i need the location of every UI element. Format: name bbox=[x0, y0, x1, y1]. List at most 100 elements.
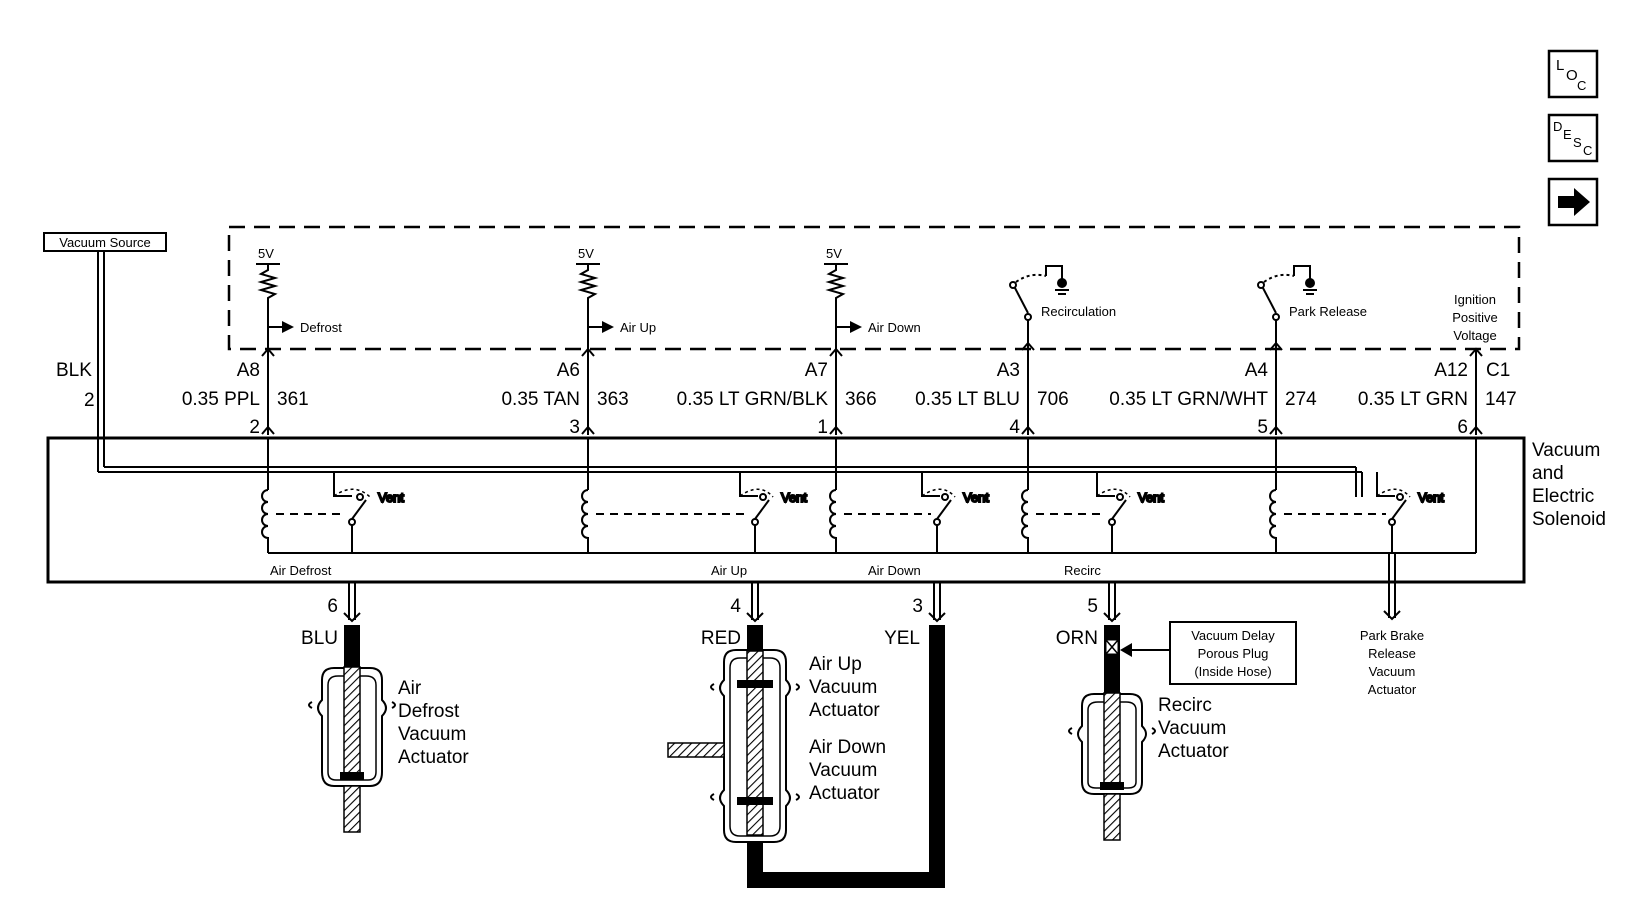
cavity-label: A12 bbox=[1434, 360, 1468, 381]
circuit-number-label: 366 bbox=[845, 389, 877, 410]
air-up-label-1: Air Up bbox=[809, 654, 862, 675]
recirc-actuator: Recirc Vacuum Actuator bbox=[1068, 692, 1229, 841]
cavity-label: A3 bbox=[997, 360, 1020, 381]
connector-pins bbox=[261, 341, 1483, 435]
pin-label: 4 bbox=[1009, 417, 1020, 438]
recirc-pin: 5 bbox=[1087, 596, 1098, 617]
connector-label: C1 bbox=[1486, 360, 1510, 381]
circuit-number-label: 363 bbox=[597, 389, 629, 410]
cavity-label: A4 bbox=[1245, 360, 1269, 381]
circuit-number-label: 361 bbox=[277, 389, 309, 410]
air-up-5v-label: 5V bbox=[578, 246, 594, 261]
air-up-input-label: Air Up bbox=[620, 320, 656, 335]
pin-label: 5 bbox=[1257, 417, 1268, 438]
pin-label: 1 bbox=[817, 417, 828, 438]
air-defrost-label-4: Actuator bbox=[398, 747, 469, 768]
cavity-label: A7 bbox=[805, 360, 828, 381]
air-up-label-2: Vacuum bbox=[809, 677, 877, 698]
air-up-input: 5V Air Up bbox=[576, 246, 656, 349]
blk-pin-label: 2 bbox=[84, 390, 95, 411]
pin-label: 2 bbox=[249, 417, 260, 438]
solenoid-box bbox=[46, 436, 1526, 584]
solenoid-valve-air-up: Vent bbox=[581, 438, 808, 553]
solenoid-valve-park-brake: Vent bbox=[1269, 438, 1445, 553]
vent-label: Vent bbox=[963, 490, 989, 505]
vent-label: Vent bbox=[378, 490, 404, 505]
recirculation-input-label: Recirculation bbox=[1041, 304, 1116, 319]
air-defrost-hose-color: BLU bbox=[301, 628, 338, 649]
park-brake-vacuum-line: Park Brake Release Vacuum Actuator bbox=[1360, 553, 1424, 697]
cavity-label: A6 bbox=[557, 360, 580, 381]
air-up-vacuum-line: 4 RED bbox=[701, 582, 764, 651]
circuit-a12: A12 0.35 LT GRN 147 6 bbox=[1358, 360, 1517, 438]
air-down-input: 5V Air Down bbox=[824, 246, 921, 349]
circuit-number-label: 706 bbox=[1037, 389, 1069, 410]
park-release-input-label: Park Release bbox=[1289, 304, 1367, 319]
next-page-button[interactable] bbox=[1547, 177, 1599, 227]
air-down-label-1: Air Down bbox=[809, 737, 886, 758]
recirc-label-3: Actuator bbox=[1158, 741, 1229, 762]
air-down-label-3: Actuator bbox=[809, 783, 880, 804]
air-down-pin: 3 bbox=[912, 596, 923, 617]
vent-label: Vent bbox=[1418, 490, 1444, 505]
vent-label: Vent bbox=[1138, 490, 1164, 505]
desc-icon-sub: E bbox=[1563, 127, 1572, 142]
park-brake-label-3: Vacuum bbox=[1369, 664, 1416, 679]
ignition-label-2: Positive bbox=[1452, 310, 1498, 325]
pin-label: 3 bbox=[569, 417, 580, 438]
arrow-right-icon bbox=[1558, 188, 1590, 216]
cavity-label: A8 bbox=[237, 360, 260, 381]
air-defrost-pin: 6 bbox=[327, 596, 338, 617]
pin-label: 6 bbox=[1457, 417, 1468, 438]
loc-icon-sub: O bbox=[1566, 67, 1578, 84]
circuit-a4: A4 0.35 LT GRN/WHT 274 5 bbox=[1109, 360, 1317, 438]
control-module-box bbox=[227, 225, 1521, 351]
park-brake-label-2: Release bbox=[1368, 646, 1416, 661]
solenoid-valve-defrost: Vent bbox=[261, 438, 405, 553]
desc-icon-sub3: C bbox=[1583, 143, 1592, 158]
desc-icon-sub2: S bbox=[1573, 135, 1582, 150]
blk-color-label: BLK bbox=[56, 360, 92, 381]
defrost-input-label: Defrost bbox=[300, 320, 342, 335]
air-up-pin: 4 bbox=[730, 596, 741, 617]
air-down-input-label: Air Down bbox=[868, 320, 921, 335]
park-release-switch: Park Release bbox=[1257, 265, 1367, 343]
wire-color-label: 0.35 TAN bbox=[501, 389, 580, 410]
vacuum-source-label: Vacuum Source bbox=[59, 235, 151, 250]
recirculation-switch: Recirculation bbox=[1009, 265, 1116, 343]
air-defrost-label-1: Air bbox=[398, 678, 422, 699]
wire-color-label: 0.35 LT GRN bbox=[1358, 389, 1468, 410]
desc-icon-main: D bbox=[1553, 119, 1562, 134]
circuit-a7: A7 0.35 LT GRN/BLK 366 1 bbox=[677, 360, 877, 438]
air-down-5v-label: 5V bbox=[826, 246, 842, 261]
wire-color-label: 0.35 PPL bbox=[182, 389, 260, 410]
air-up-down-actuator: Air Up Vacuum Actuator Air Down Vacuum A… bbox=[667, 649, 886, 843]
output-recirc-label: Recirc bbox=[1064, 563, 1101, 578]
circuit-number-label: 274 bbox=[1285, 389, 1317, 410]
loc-icon-sub2: C bbox=[1577, 78, 1586, 93]
solenoid-label-4: Solenoid bbox=[1532, 509, 1606, 530]
air-defrost-actuator: Air Defrost Vacuum Actuator bbox=[308, 666, 469, 833]
solenoid-valve-air-down: Vent bbox=[829, 438, 990, 553]
ignition-label-1: Ignition bbox=[1454, 292, 1496, 307]
air-down-hose-color: YEL bbox=[884, 628, 920, 649]
park-brake-label-1: Park Brake bbox=[1360, 628, 1424, 643]
air-defrost-vacuum-line: 6 BLU bbox=[301, 582, 361, 667]
recirc-hose-color: ORN bbox=[1056, 628, 1098, 649]
recirc-vacuum-line: 5 ORN bbox=[1056, 582, 1121, 695]
solenoid-label-1: Vacuum bbox=[1532, 440, 1600, 461]
output-air-down-label: Air Down bbox=[868, 563, 921, 578]
output-air-defrost-label: Air Defrost bbox=[270, 563, 332, 578]
wire-color-label: 0.35 LT GRN/BLK bbox=[677, 389, 829, 410]
air-down-label-2: Vacuum bbox=[809, 760, 877, 781]
circuit-number-label: 147 bbox=[1485, 389, 1517, 410]
output-air-up-label: Air Up bbox=[711, 563, 747, 578]
vent-label: Vent bbox=[781, 490, 807, 505]
description-button[interactable]: D E S C bbox=[1547, 113, 1599, 163]
solenoid-label-3: Electric bbox=[1532, 486, 1594, 507]
vacuum-delay-plug: Vacuum Delay Porous Plug (Inside Hose) bbox=[1120, 621, 1297, 685]
defrost-input: 5V Defrost bbox=[256, 246, 342, 349]
air-up-label-3: Actuator bbox=[809, 700, 880, 721]
location-button[interactable]: L O C bbox=[1547, 49, 1599, 99]
